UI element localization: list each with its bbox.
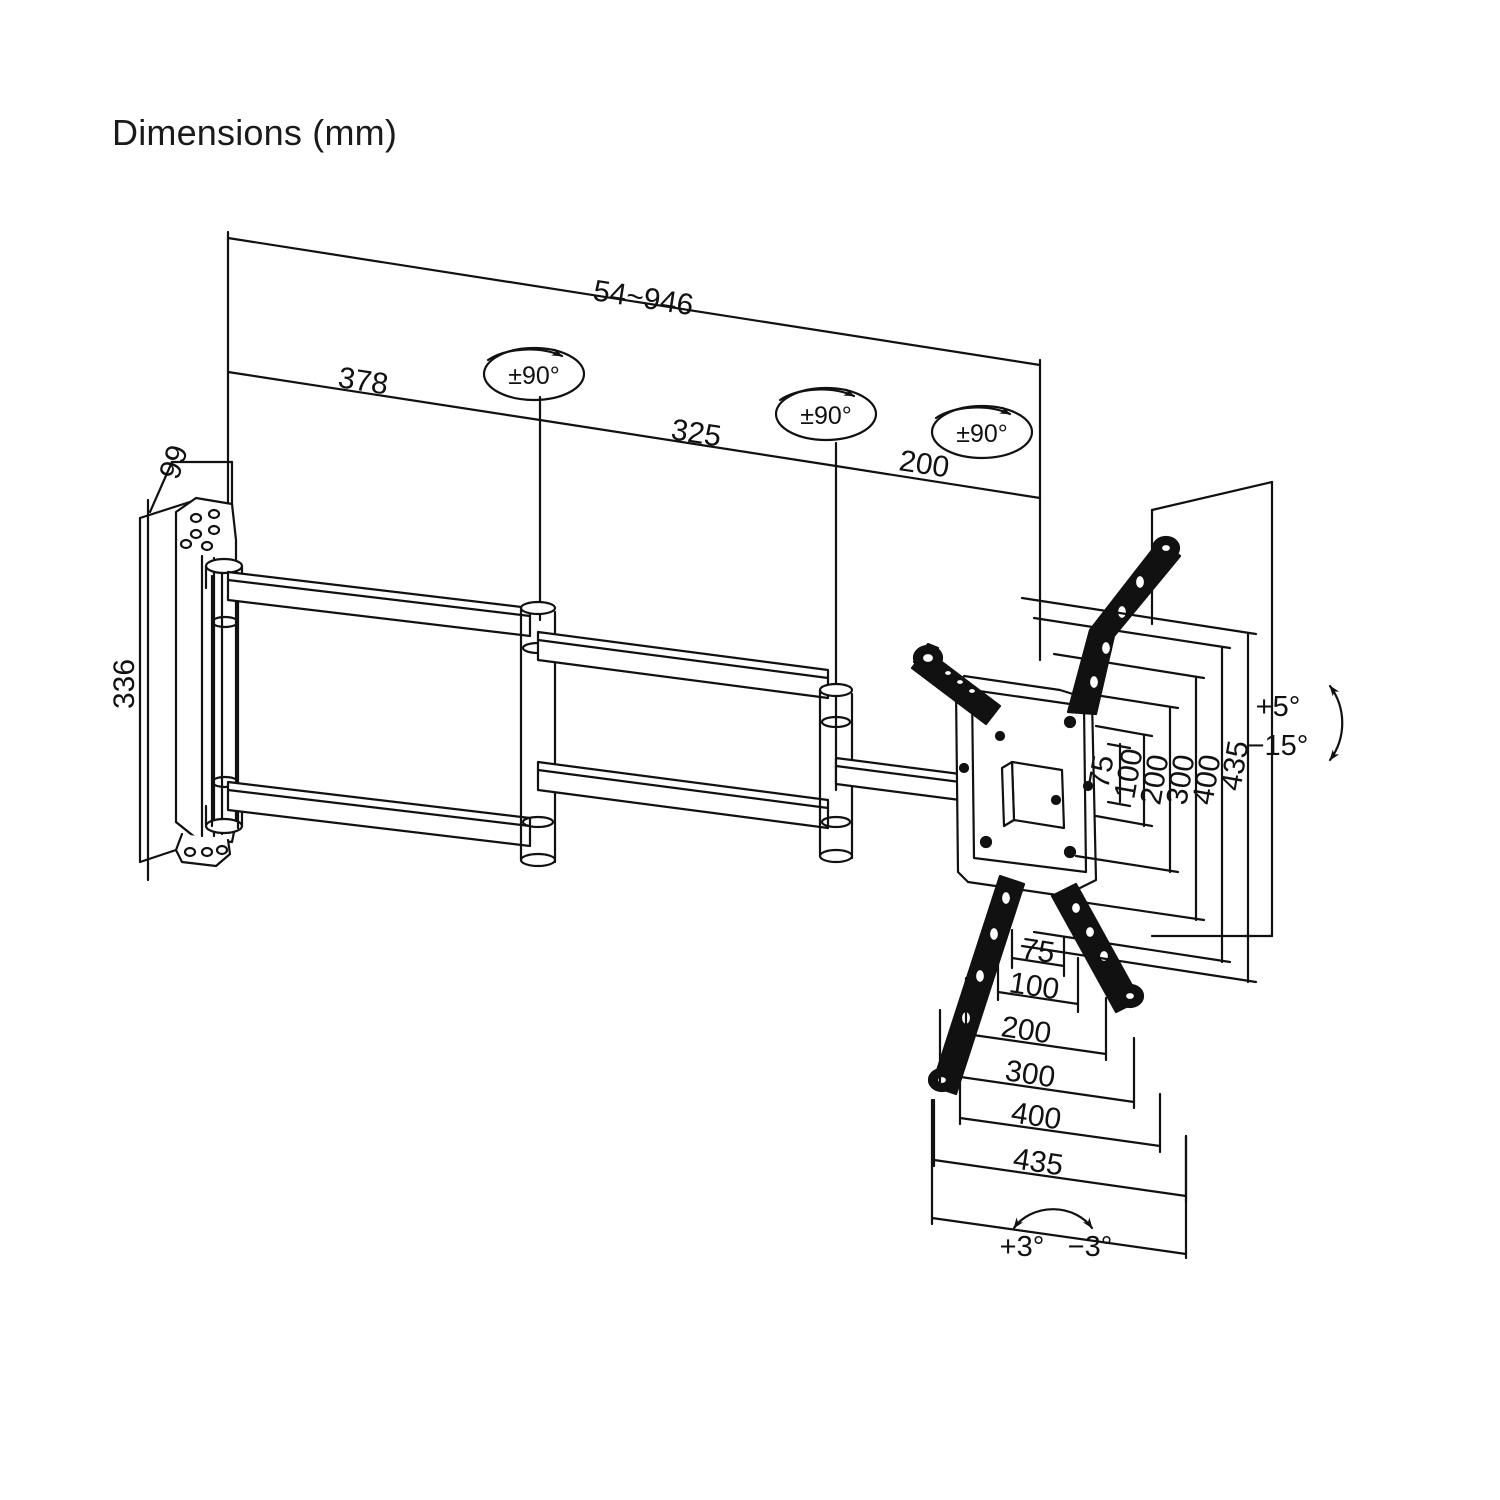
tilt-arc: [1328, 684, 1344, 762]
tv-head-bracket: [954, 674, 1098, 898]
tilt-label-up: +5°: [1256, 691, 1301, 723]
dim-line-overall: [226, 236, 1042, 367]
vesa-h-label-75: 75: [1019, 932, 1057, 970]
vesa-h-label-200: 200: [999, 1010, 1053, 1050]
dim-label-99: 99: [153, 441, 195, 483]
wall-plate: [174, 496, 238, 868]
vesa-arm-top-left: [910, 642, 1002, 726]
arm-segment-1: [226, 570, 532, 848]
rotation-marker-2: [774, 386, 878, 442]
dim-line-200: [834, 464, 1042, 500]
dim-label-325: 325: [669, 413, 723, 453]
ext-336-top: [138, 498, 198, 520]
pivot-post-1: [519, 600, 557, 868]
rotation-label-2: ±90°: [800, 402, 852, 430]
tilt-label-down: −15°: [1248, 730, 1309, 762]
vesa-vertical-dims: [1020, 480, 1274, 984]
rotation-marker-1: [482, 346, 586, 402]
dim-label-200: 200: [897, 444, 951, 484]
vesa-h-label-400: 400: [1009, 1096, 1063, 1136]
roll-label-right: −3°: [1068, 1231, 1113, 1263]
vesa-v-label-75: 75: [1082, 753, 1120, 792]
roll-label-left: +3°: [1000, 1231, 1045, 1263]
vesa-arm-bottom-right: [1050, 882, 1145, 1014]
page-title: Dimensions (mm): [112, 112, 398, 153]
ext-99-left: [148, 460, 174, 514]
dim-line-325: [538, 418, 838, 468]
dim-label-378: 378: [336, 361, 390, 401]
wall-plate-hinge: [204, 557, 244, 835]
rotation-label-3: ±90°: [956, 420, 1008, 448]
vesa-h-label-435: 435: [1011, 1142, 1065, 1182]
pivot-post-left: [210, 574, 240, 830]
roll-arc: [1012, 1208, 1094, 1230]
vesa-h-label-300: 300: [1003, 1054, 1057, 1094]
vesa-horizontal-dims: [930, 928, 1188, 1260]
vesa-h-label-100: 100: [1007, 966, 1061, 1006]
rotation-marker-3: [930, 404, 1034, 460]
rotation-label-1: ±90°: [508, 362, 560, 390]
dim-label-336: 336: [108, 659, 141, 709]
arm-segment-2: [536, 630, 830, 830]
dim-line-378: [226, 370, 542, 422]
arm-segment-3: [834, 756, 962, 802]
dim-label-overall: 54~946: [591, 274, 696, 322]
